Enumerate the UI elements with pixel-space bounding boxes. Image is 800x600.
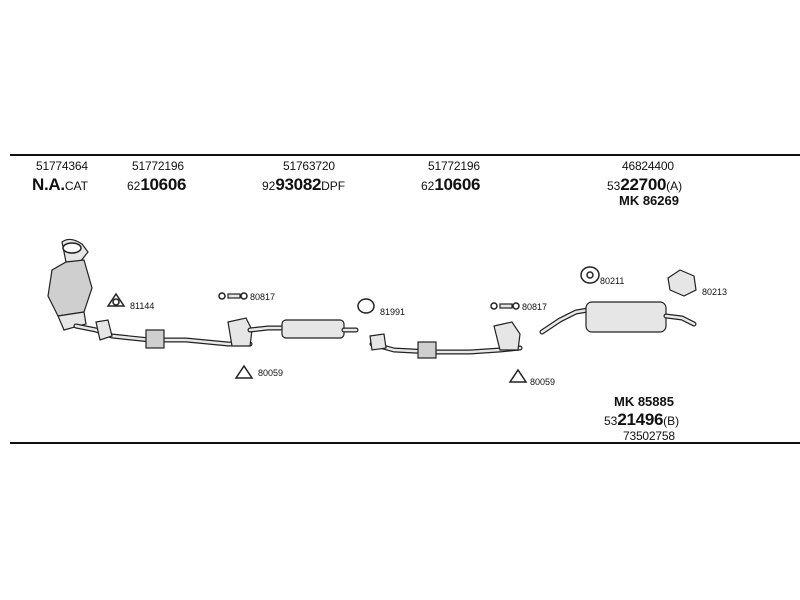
rubber-mount-80211: 80211 [580,266,624,286]
clamp-81144-label: 81144 [130,301,154,311]
dpf-ref: 9293082DPF [262,176,345,194]
cat-ref: N.A.CAT [32,176,88,194]
dpf-ref-main: 93082 [275,175,322,194]
heat-shield-80213: 80213 [667,269,727,297]
clamp-81144: 81144 [106,292,154,311]
cat-ref-suffix: CAT [64,179,88,193]
catalytic-converter [47,238,93,331]
pipe1-ref-prefix: 62 [127,179,141,193]
ring-80059-b: 80059 [508,368,555,387]
pipe1-ref-main: 10606 [140,175,187,194]
ring-80059-a: 80059 [234,364,283,379]
rubber-mount-80211-label: 80211 [600,276,624,286]
pipe2-ref: 6210606 [421,176,480,194]
footer-mk-ref: MK 85885 [614,394,674,409]
muffler-part-number: 46824400 [622,159,674,173]
bolt-set-80817-a-label: 80817 [250,292,275,302]
footer-ref-prefix: 53 [604,414,618,428]
front-pipe-1 [73,317,253,349]
clamp-81991-label: 81991 [380,307,405,317]
pipe2-ref-prefix: 62 [421,179,435,193]
rear-muffler [539,301,697,335]
bolt-set-80817-b-label: 80817 [522,302,547,312]
footer-part-number: 73502758 [623,429,675,443]
front-pipe-2 [369,321,523,359]
pipe1-part-number: 51772196 [132,159,184,173]
cat-part-number: 51774364 [36,159,88,173]
footer-ref: 5321496(B) [604,411,679,429]
dpf-ref-suffix: DPF [321,179,346,193]
pipe1-ref: 6210606 [127,176,186,194]
pipe2-ref-main: 10606 [434,175,481,194]
cat-ref-main: N.A. [32,175,65,194]
dpf-unit [247,319,359,339]
muffler-ref-main: 22700 [620,175,667,194]
heat-shield-80213-label: 80213 [702,287,727,297]
muffler-ref-suffix: (A) [666,179,683,193]
dpf-part-number: 51763720 [283,159,335,173]
footer-ref-suffix: (B) [663,414,680,428]
bolt-set-80817-b: 80817 [490,302,547,312]
ring-80059-b-label: 80059 [530,377,555,387]
muffler-ref: 5322700(A) [607,176,682,194]
clamp-81991: 81991 [357,298,405,317]
muffler-mk-ref: MK 86269 [619,193,679,208]
dpf-ref-prefix: 92 [262,179,276,193]
pipe2-part-number: 51772196 [428,159,480,173]
bolt-set-80817-a: 80817 [218,292,275,302]
top-divider [10,154,800,156]
footer-ref-main: 21496 [617,410,664,429]
bottom-divider [10,442,800,444]
muffler-ref-prefix: 53 [607,179,621,193]
ring-80059-a-label: 80059 [258,368,283,378]
